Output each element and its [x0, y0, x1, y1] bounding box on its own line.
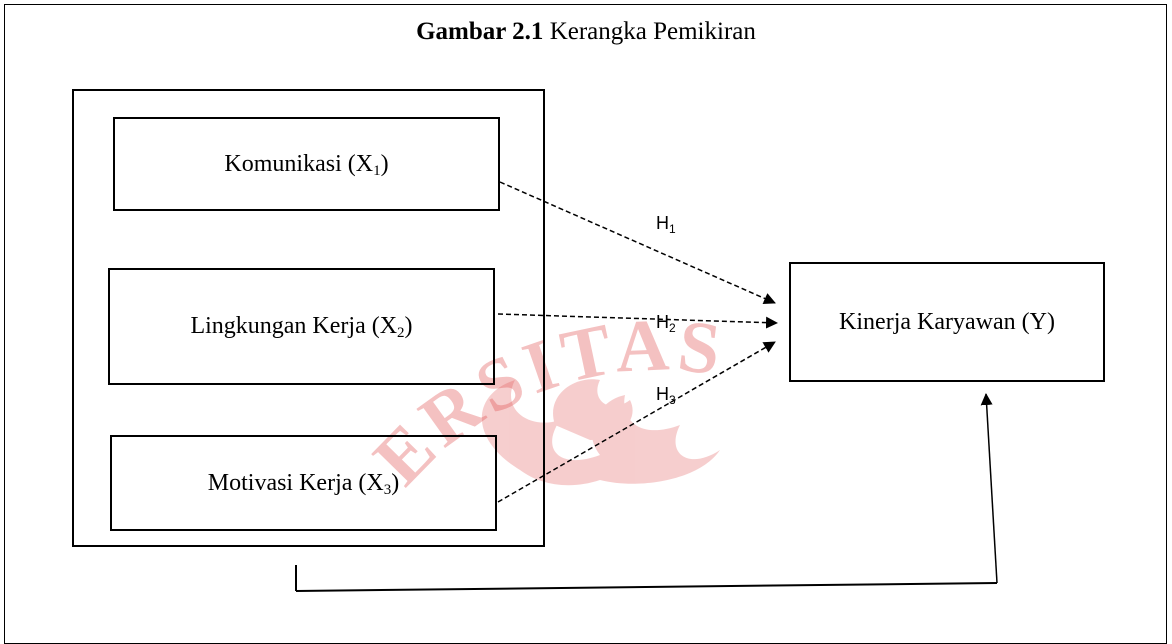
node-motivasi-kerja: Motivasi Kerja (X3): [110, 435, 497, 531]
label-h1: H1: [656, 213, 676, 236]
figure-number: Gambar 2.1: [416, 18, 544, 45]
node-lingkungan-kerja-label: Lingkungan Kerja (X2): [190, 313, 413, 341]
arrow-h1: [499, 181, 776, 305]
connectors: [295, 181, 998, 592]
arrow-h3: [497, 341, 776, 503]
simultaneous-arrow-up: [980, 393, 998, 584]
arrow-h2: [497, 313, 778, 329]
independent-variables-group: [72, 89, 545, 547]
label-h2: H2: [656, 312, 676, 335]
figure-caption: Kerangka Pemikiran: [543, 18, 756, 45]
label-h3: H3: [656, 384, 676, 407]
node-kinerja-karyawan: Kinerja Karyawan (Y): [789, 262, 1105, 382]
figure-title: Gambar 2.1 Kerangka Pemikiran: [0, 18, 1172, 46]
node-komunikasi-label: Komunikasi (X1): [224, 150, 389, 179]
node-lingkungan-kerja: Lingkungan Kerja (X2): [108, 268, 495, 385]
simultaneous-line-bottom: [295, 582, 998, 592]
node-kinerja-karyawan-label: Kinerja Karyawan (Y): [839, 308, 1055, 335]
node-komunikasi: Komunikasi (X1): [113, 117, 500, 211]
node-motivasi-kerja-label: Motivasi Kerja (X3): [207, 469, 400, 498]
